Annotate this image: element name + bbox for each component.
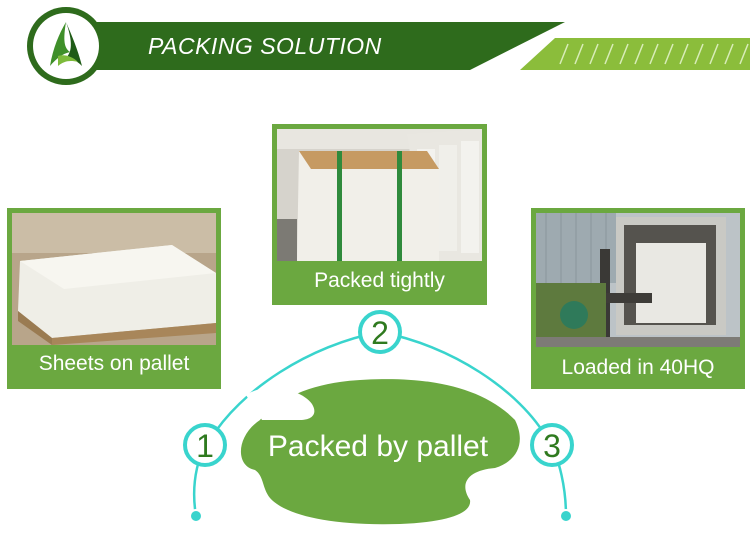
banner-background bbox=[60, 22, 750, 70]
caption-packed-tightly: Packed tightly bbox=[314, 269, 445, 292]
arc-end-dot-right bbox=[559, 509, 573, 523]
card-sheets-on-pallet: Sheets on pallet bbox=[7, 208, 221, 389]
company-logo bbox=[26, 6, 106, 86]
step-badge-3: 3 bbox=[530, 423, 574, 467]
blob-notch-top bbox=[246, 387, 315, 420]
photo-sheets-on-pallet bbox=[12, 213, 216, 345]
step-badge-1: 1 bbox=[183, 423, 227, 467]
header-banner: PACKING SOLUTION bbox=[0, 0, 750, 90]
center-label: Packed by pallet bbox=[267, 430, 489, 463]
arc-end-dot-left bbox=[189, 509, 203, 523]
card-loaded-in-40hq: Loaded in 40HQ bbox=[531, 208, 745, 389]
banner-title: PACKING SOLUTION bbox=[148, 33, 382, 59]
leaf-logo-icon bbox=[27, 7, 105, 85]
caption-sheets-on-pallet: Sheets on pallet bbox=[38, 352, 190, 375]
card-packed-tightly: Packed tightly bbox=[272, 124, 487, 305]
photo-packed-tightly bbox=[277, 129, 482, 261]
photo-loaded-in-40hq bbox=[536, 213, 740, 347]
step-badge-2: 2 bbox=[358, 310, 402, 354]
caption-loaded-in-40hq: Loaded in 40HQ bbox=[561, 356, 715, 379]
